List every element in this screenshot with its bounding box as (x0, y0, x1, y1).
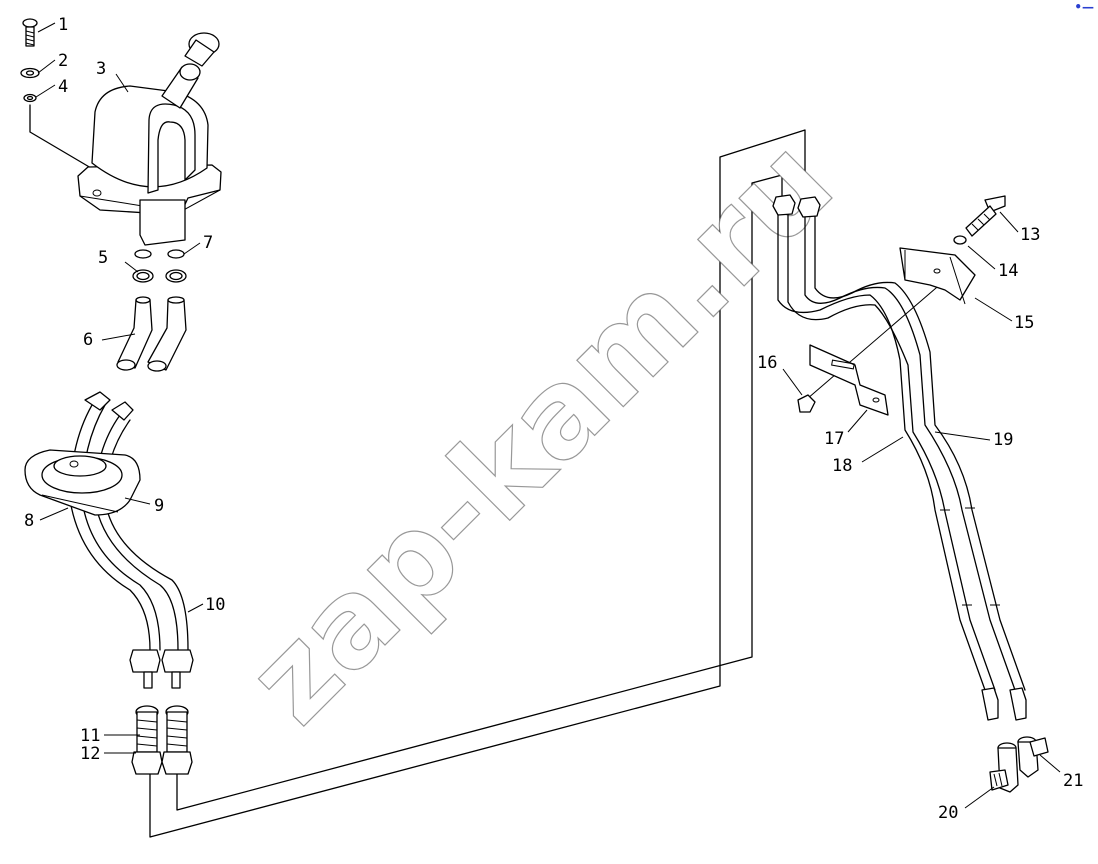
connection-lines (29, 104, 951, 838)
part-10-hose-nuts (129, 649, 194, 689)
callout-20: 20 (938, 803, 958, 823)
callout-12: 12 (80, 744, 100, 764)
part-6-elbow-fittings (116, 296, 187, 372)
part-15-bracket (899, 247, 976, 305)
callout-8: 8 (24, 511, 34, 531)
part-16-nut (797, 394, 816, 413)
callout-2: 2 (58, 51, 68, 71)
part-9-grommet-plate (24, 449, 141, 516)
callout-15: 15 (1014, 313, 1034, 333)
part-20-elbow (989, 742, 1019, 793)
part-2-washer (20, 67, 40, 79)
bottom-fittings (981, 687, 1027, 721)
callout-7: 7 (203, 233, 213, 253)
callout-6: 6 (83, 330, 93, 350)
callout-21: 21 (1063, 771, 1083, 791)
part-17-clamp (809, 344, 889, 416)
part-8-10-tube-bundle (69, 391, 189, 651)
callout-17: 17 (824, 429, 844, 449)
callout-14: 14 (998, 261, 1018, 281)
callout-1: 1 (58, 15, 68, 35)
callout-5: 5 (98, 248, 108, 268)
callout-11: 11 (80, 726, 100, 746)
callout-3: 3 (96, 59, 106, 79)
watermark: zap-kam.ru (222, 112, 861, 751)
part-13-bolt (965, 195, 1006, 237)
part-3-control-valve (77, 32, 222, 246)
top-nuts (772, 194, 821, 218)
part-1-screw (22, 18, 38, 47)
part-21-elbow (1017, 736, 1049, 778)
part-18-19-tube-bundle (777, 209, 1026, 691)
part-14-nut (953, 235, 967, 245)
callout-4: 4 (58, 77, 68, 97)
callout-13: 13 (1020, 225, 1040, 245)
callout-labels: 1 2 3 4 5 6 7 8 9 10 11 12 13 14 15 16 1… (24, 15, 1083, 823)
callout-18: 18 (832, 456, 852, 476)
callout-16: 16 (757, 353, 777, 373)
callout-9: 9 (154, 496, 164, 516)
callout-10: 10 (205, 595, 225, 615)
part-11-12-adapters (131, 705, 193, 775)
callout-19: 19 (993, 430, 1013, 450)
svg-text:zap-kam.ru: zap-kam.ru (222, 113, 859, 750)
part-5-7-o-rings (132, 249, 187, 283)
part-4-nut (23, 93, 37, 103)
corner-mark: •— (1074, 0, 1094, 14)
leader-lines (35, 22, 1061, 809)
